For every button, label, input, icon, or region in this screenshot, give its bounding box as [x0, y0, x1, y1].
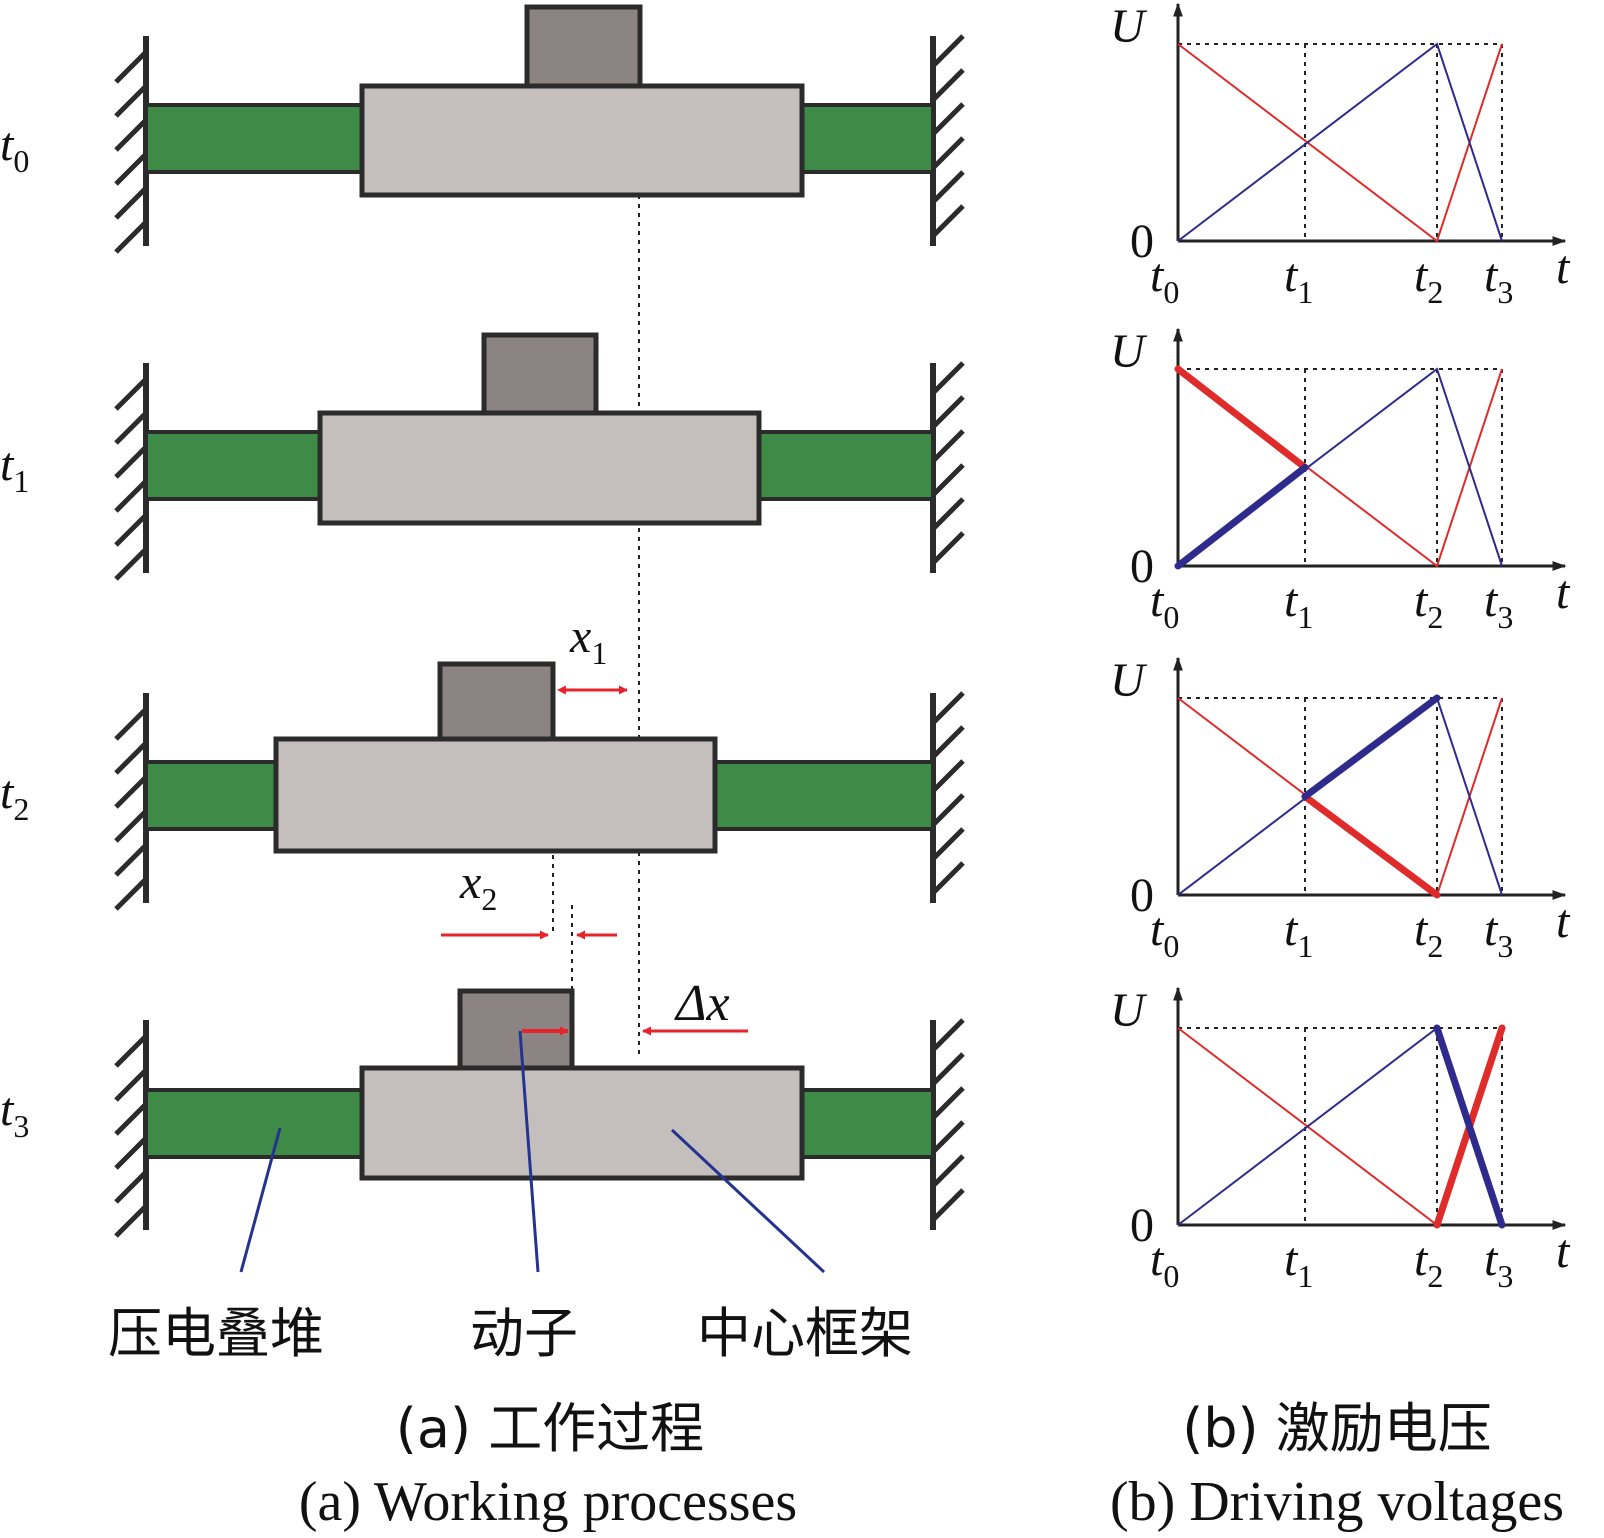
piezo-stack-left: [144, 103, 364, 174]
time-label-t1: t1: [0, 438, 29, 499]
mover: [437, 661, 556, 742]
y-axis-label: U: [1110, 984, 1148, 1037]
row-t1: [114, 332, 965, 581]
x-tick-label-t2: t2: [1414, 249, 1443, 310]
piezo-stack-right: [800, 1088, 935, 1159]
piezo-stack-right: [800, 103, 935, 174]
wall-right: [930, 1018, 965, 1230]
zero-label: 0: [1130, 215, 1154, 268]
y-axis-label: U: [1110, 325, 1148, 378]
panel-a-working-processes: t0 t1 t2 t3 x1 x2 Δx 压电叠堆 动子 中心框架 (a) 工作…: [0, 4, 965, 1533]
leader-piezo-stack: [239, 1127, 282, 1273]
voltage-blue-waveform: [1177, 367, 1503, 567]
row-t2: [114, 661, 965, 911]
voltage-blue-waveform: [1177, 42, 1503, 242]
voltage-chart-t0: U 0 t t0 t1 t2 t3: [1110, 0, 1571, 310]
x-tick-label-t1: t1: [1284, 903, 1313, 964]
leader-center-frame: [670, 1128, 826, 1274]
x-axis-label: t: [1556, 241, 1571, 294]
wall-left: [114, 36, 149, 254]
annotation-x1: x1: [569, 610, 607, 671]
x-tick-label-t3: t3: [1484, 903, 1513, 964]
active-red-segment: [1174, 365, 1309, 471]
piezo-stack-right: [757, 430, 935, 501]
active-blue-segment: [1301, 694, 1441, 800]
x-tick-label-t3: t3: [1484, 1233, 1513, 1294]
x-axis-label: t: [1556, 895, 1571, 948]
x-tick-label-t1: t1: [1284, 249, 1313, 310]
voltage-red-waveform: [1177, 697, 1503, 897]
zero-label: 0: [1130, 540, 1154, 593]
time-label-t3: t3: [0, 1083, 29, 1144]
voltage-chart-t2: U 0 t t0 t1 t2 t3: [1110, 654, 1571, 964]
row-t3: [114, 930, 965, 1274]
x-axis-label: t: [1556, 1225, 1571, 1278]
time-label-t0: t0: [0, 118, 29, 179]
wall-left: [114, 363, 149, 581]
x-axis-label: t: [1556, 566, 1571, 619]
piezo-stack-left: [144, 760, 278, 831]
piezo-stack-left: [144, 430, 322, 501]
x-tick-label-t0: t0: [1150, 1233, 1179, 1294]
x-tick-label-t0: t0: [1150, 903, 1179, 964]
caption-a-en: (a) Working processes: [299, 1471, 797, 1533]
active-blue-segment: [1433, 1024, 1506, 1229]
mover: [481, 332, 599, 416]
x-tick-label-t2: t2: [1414, 903, 1443, 964]
zero-label: 0: [1130, 1199, 1154, 1252]
voltage-red-waveform: [1177, 1027, 1503, 1227]
voltage-red-waveform: [1177, 43, 1503, 243]
voltage-blue-waveform: [1177, 1026, 1503, 1226]
caption-a-cn: (a) 工作过程: [396, 1397, 704, 1460]
wall-left: [114, 693, 149, 911]
label-mover: 动子: [470, 1302, 578, 1365]
x-tick-label-t1: t1: [1284, 1233, 1313, 1294]
caption-b-en: (b) Driving voltages: [1110, 1471, 1564, 1533]
voltage-chart-t3: U 0 t t0 t1 t2 t3: [1110, 984, 1571, 1294]
annotation-delta-x: Δx: [674, 975, 730, 1032]
active-red-segment: [1301, 793, 1441, 899]
mover: [524, 4, 643, 89]
x-tick-label-t3: t3: [1484, 574, 1513, 635]
x-tick-label-t1: t1: [1284, 574, 1313, 635]
wall-left: [114, 1020, 149, 1238]
x-tick-label-t3: t3: [1484, 249, 1513, 310]
voltage-chart-t1: U 0 t t0 t1 t2 t3: [1110, 325, 1571, 635]
center-frame: [359, 83, 805, 198]
wall-right: [930, 361, 965, 573]
x-tick-label-t0: t0: [1150, 574, 1179, 635]
row-t0: [114, 4, 965, 254]
y-axis-label: U: [1110, 654, 1148, 707]
x-tick-label-t2: t2: [1414, 1233, 1443, 1294]
wall-right: [930, 34, 965, 246]
zero-label: 0: [1130, 869, 1154, 922]
x-tick-label-t2: t2: [1414, 574, 1443, 635]
piezo-stack-right: [713, 760, 935, 831]
piezo-stack-left: [144, 1088, 364, 1159]
label-center-frame: 中心框架: [697, 1302, 913, 1365]
caption-b-cn: (b) 激励电压: [1182, 1397, 1492, 1460]
label-piezo-stack: 压电叠堆: [108, 1302, 324, 1365]
voltage-red-waveform: [1177, 368, 1503, 568]
center-frame: [317, 410, 762, 526]
voltage-blue-waveform: [1177, 696, 1503, 896]
x-tick-label-t0: t0: [1150, 249, 1179, 310]
y-axis-label: U: [1110, 0, 1148, 53]
wall-right: [930, 691, 965, 903]
annotation-x2: x2: [459, 856, 497, 917]
time-label-t2: t2: [0, 766, 29, 827]
active-blue-segment: [1174, 464, 1309, 570]
leader-mover: [518, 1030, 540, 1273]
center-frame: [359, 1065, 805, 1181]
center-frame: [273, 736, 718, 854]
